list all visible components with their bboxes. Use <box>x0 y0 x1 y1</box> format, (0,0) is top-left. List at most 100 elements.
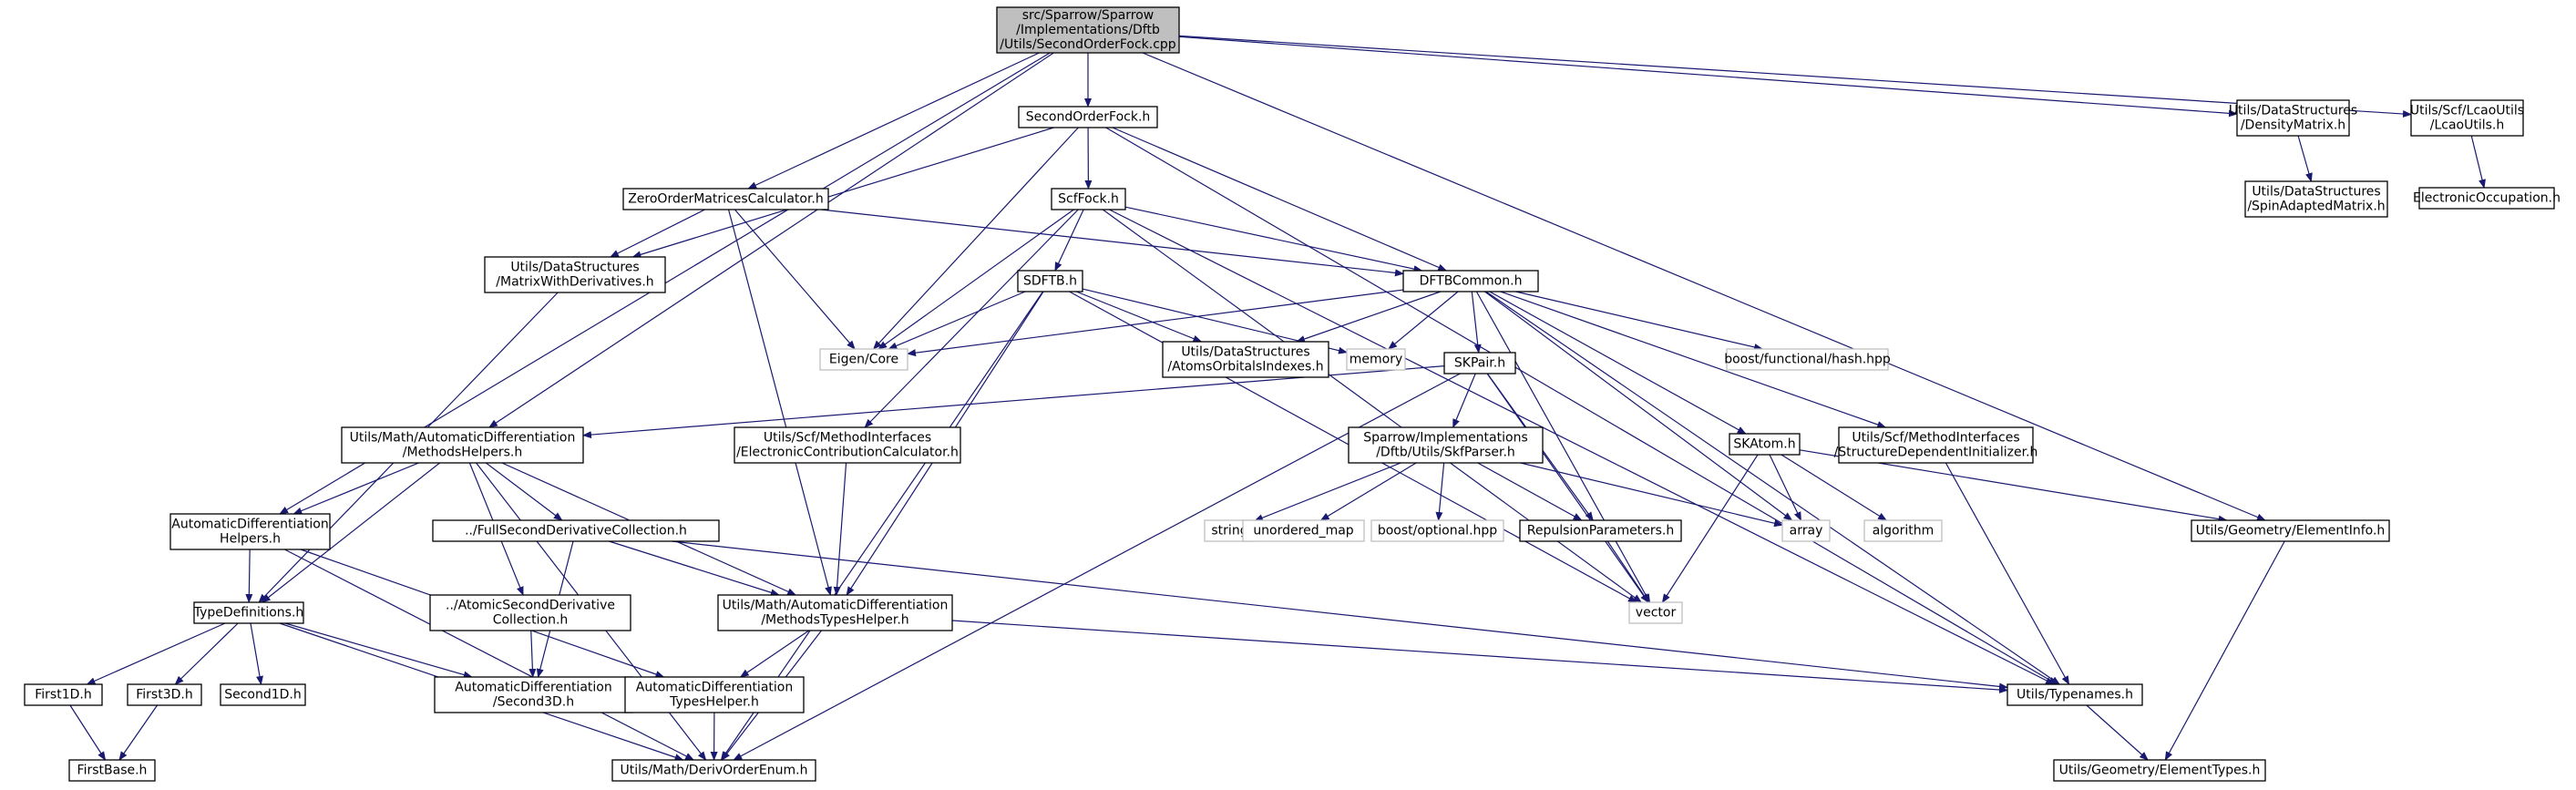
node-memory[interactable]: memory <box>1346 348 1406 371</box>
node-label: Utils/Scf/MethodInterfaces <box>764 431 931 446</box>
node-label: /SpinAdaptedMatrix.h <box>2247 200 2385 214</box>
node-sof[interactable]: SecondOrderFock.h <box>1018 106 1158 128</box>
node-dftbc[interactable]: DFTBCommon.h <box>1402 270 1539 292</box>
edge-typedef-to-first3d <box>174 622 239 685</box>
node-second3d[interactable]: AutomaticDifferentiation/Second3D.h <box>434 676 633 713</box>
node-first3d[interactable]: First3D.h <box>127 683 202 706</box>
node-label: First3D.h <box>136 688 192 703</box>
node-label: /Implementations/Dftb <box>1016 23 1160 37</box>
node-sdi[interactable]: Utils/Scf/MethodInterfaces/StructureDepe… <box>1834 426 2038 464</box>
node-ecc[interactable]: Utils/Scf/MethodInterfaces/ElectronicCon… <box>734 426 961 464</box>
node-label: Utils/Typenames.h <box>2017 688 2133 703</box>
edge-dftbc-to-typenames <box>1485 291 2061 685</box>
node-sdftb[interactable]: SDFTB.h <box>1017 270 1083 292</box>
node-eigen[interactable]: Eigen/Core <box>819 348 908 371</box>
node-string[interactable]: string <box>1204 519 1256 542</box>
node-vector[interactable]: vector <box>1628 601 1683 624</box>
node-skf[interactable]: Sparrow/Implementations/Dftb/Utils/SkfPa… <box>1348 426 1544 464</box>
node-array[interactable]: array <box>1781 519 1831 542</box>
node-lcao[interactable]: Utils/Scf/LcaoUtils/LcaoUtils.h <box>2410 99 2524 137</box>
edge-root-to-dsdm <box>1178 36 2238 118</box>
edge-scff-to-typenames <box>1109 209 2056 685</box>
node-label: SDFTB.h <box>1023 274 1077 289</box>
node-bopt[interactable]: boost/optional.hpp <box>1370 519 1504 542</box>
edge-einfo-to-etypes <box>2164 540 2285 761</box>
node-label: SKPair.h <box>1454 356 1505 371</box>
node-spin[interactable]: Utils/DataStructures/SpinAdaptedMatrix.h <box>2244 180 2388 218</box>
node-einfo[interactable]: Utils/Geometry/ElementInfo.h <box>2191 519 2390 542</box>
node-etypes[interactable]: Utils/Geometry/ElementTypes.h <box>2053 759 2266 782</box>
edge-zomc-to-dftbc <box>820 209 1404 277</box>
node-label: ZeroOrderMatricesCalculator.h <box>628 192 824 207</box>
edge-typedef-to-first1d <box>86 622 226 685</box>
node-algorithm[interactable]: algorithm <box>1863 519 1943 542</box>
node-eocc[interactable]: ElectronicOccupation.h <box>2413 187 2561 210</box>
node-label: AutomaticDifferentiation <box>455 681 611 695</box>
node-label: Utils/DataStructures <box>510 261 639 275</box>
node-fsdc[interactable]: ../FullSecondDerivativeCollection.h <box>432 519 720 542</box>
node-label: boost/functional/hash.hpp <box>1724 353 1891 367</box>
node-deriv[interactable]: Utils/Math/DerivOrderEnum.h <box>611 759 816 782</box>
node-skatom[interactable]: SKAtom.h <box>1729 433 1801 456</box>
node-label: memory <box>1350 353 1403 367</box>
node-rep[interactable]: RepulsionParameters.h <box>1519 519 1682 542</box>
edge-ecc-to-mth <box>833 462 847 596</box>
node-mth[interactable]: Utils/Math/AutomaticDifferentiation/Meth… <box>717 594 953 631</box>
node-second1d[interactable]: Second1D.h <box>220 683 306 706</box>
node-label: /ElectronicContributionCalculator.h <box>736 446 959 460</box>
edge-sdi-to-typenames <box>1945 462 2070 685</box>
node-label: array <box>1790 524 1823 539</box>
edge-skf-to-rep <box>1477 462 1583 521</box>
edge-root-to-mathmh <box>488 52 1054 428</box>
edge-skpair-to-deriv <box>733 373 1461 761</box>
node-mwd[interactable]: Utils/DataStructures/MatrixWithDerivativ… <box>484 256 666 293</box>
node-boosthash[interactable]: boost/functional/hash.hpp <box>1724 348 1891 371</box>
node-aoi[interactable]: Utils/DataStructures/AtomsOrbitalsIndexe… <box>1162 341 1329 378</box>
node-label: Collection.h <box>493 613 569 628</box>
node-firstbase[interactable]: FirstBase.h <box>68 759 156 782</box>
node-label: Sparrow/Implementations <box>1363 431 1528 446</box>
node-label: /Utils/SecondOrderFock.cpp <box>1000 37 1176 52</box>
node-label: string <box>1211 524 1247 539</box>
edge-scff-to-eigen <box>877 209 1074 350</box>
node-skpair[interactable]: SKPair.h <box>1443 352 1516 374</box>
node-label: boost/optional.hpp <box>1378 524 1497 539</box>
edge-fsdc-to-typenames <box>672 540 2008 691</box>
edge-skatom-to-vector <box>1661 454 1759 603</box>
node-label: Utils/Scf/LcaoUtils <box>2410 104 2524 118</box>
edge-adh-to-typedef <box>245 549 253 603</box>
edge-dftbc-to-vector <box>1475 291 1651 603</box>
node-first1d[interactable]: First1D.h <box>24 683 103 706</box>
node-label: ScfFock.h <box>1058 192 1119 207</box>
node-label: AutomaticDifferentiation <box>636 681 793 695</box>
node-label: /AtomsOrbitalsIndexes.h <box>1167 360 1323 374</box>
node-root[interactable]: src/Sparrow/Sparrow/Implementations/Dftb… <box>996 6 1180 54</box>
edge-adh-to-deriv <box>284 549 695 761</box>
edge-fsdc-to-mth <box>609 540 780 597</box>
node-label: SKAtom.h <box>1733 437 1795 452</box>
node-label: RepulsionParameters.h <box>1527 524 1674 539</box>
edge-scff-to-vector <box>1102 209 1643 603</box>
edge-skpair-to-skf <box>1452 373 1476 428</box>
node-umap[interactable]: unordered_map <box>1242 519 1365 542</box>
node-label: /Second3D.h <box>493 695 574 710</box>
edge-skf-to-umap <box>1319 462 1417 521</box>
edge-mth-to-adth <box>739 630 810 678</box>
edge-typenames-to-etypes <box>2086 704 2149 761</box>
node-label: First1D.h <box>35 688 91 703</box>
node-label: Utils/DataStructures <box>2252 185 2380 200</box>
edge-root-to-lcao <box>1178 35 2412 118</box>
edge-zomc-to-mth <box>727 209 832 596</box>
node-label: Second1D.h <box>224 688 302 703</box>
node-scff[interactable]: ScfFock.h <box>1051 188 1126 210</box>
node-layer: src/Sparrow/Sparrow/Implementations/Dftb… <box>24 6 2561 782</box>
node-typenames[interactable]: Utils/Typenames.h <box>2006 683 2143 706</box>
node-mathmh[interactable]: Utils/Math/AutomaticDifferentiation/Meth… <box>341 426 584 464</box>
node-dsdm[interactable]: Utils/DataStructures/DensityMatrix.h <box>2229 99 2357 137</box>
node-zomc[interactable]: ZeroOrderMatricesCalculator.h <box>622 188 829 210</box>
edge-scff-to-sdftb <box>1054 209 1084 272</box>
node-typedef[interactable]: TypeDefinitions.h <box>193 601 304 624</box>
